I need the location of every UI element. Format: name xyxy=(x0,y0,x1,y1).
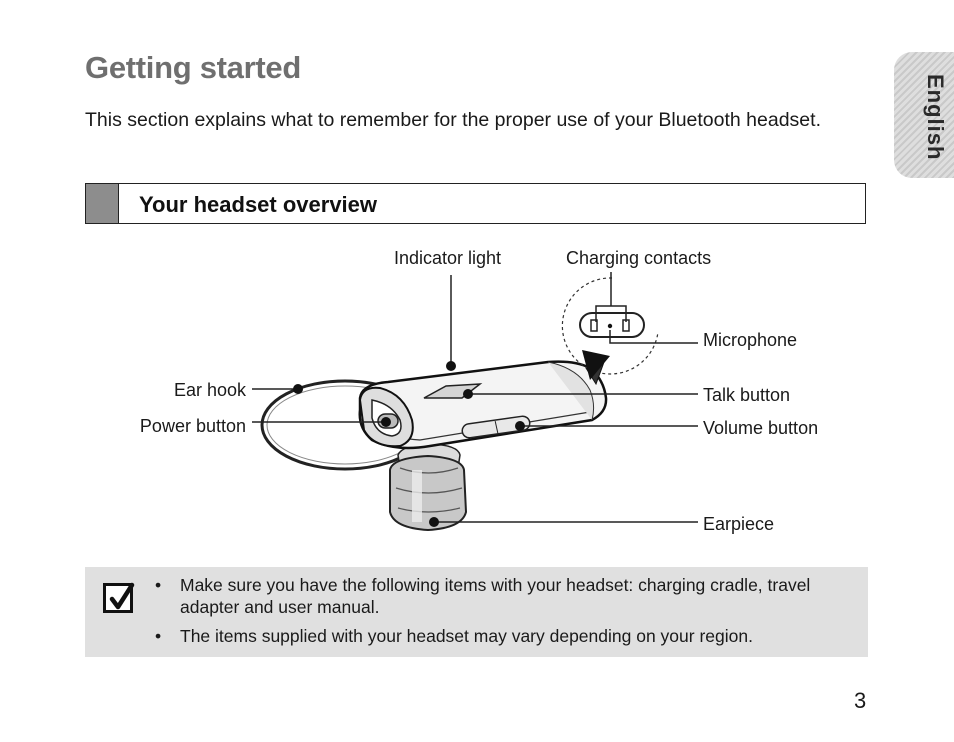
intro-paragraph: This section explains what to remember f… xyxy=(85,109,821,131)
callout-lines xyxy=(252,272,698,523)
label-indicator-light: Indicator light xyxy=(394,248,501,268)
label-talk-button: Talk button xyxy=(703,385,790,405)
checkbox-check-icon xyxy=(103,582,135,613)
section-header: Your headset overview xyxy=(85,183,866,224)
callout-dots xyxy=(293,361,525,527)
note-list: • Make sure you have the following items… xyxy=(155,574,855,654)
label-earpiece: Earpiece xyxy=(703,514,774,534)
label-volume-button: Volume button xyxy=(703,418,818,438)
label-charging-contacts: Charging contacts xyxy=(566,248,711,268)
label-power-button: Power button xyxy=(140,416,246,436)
headset-diagram: Indicator light Charging contacts Microp… xyxy=(140,248,818,534)
label-microphone: Microphone xyxy=(703,330,797,350)
charging-contacts-detail xyxy=(561,277,659,380)
bullet: • xyxy=(155,626,162,646)
section-header-marker xyxy=(86,184,119,223)
note-box: • Make sure you have the following items… xyxy=(85,567,868,657)
section-title: Your headset overview xyxy=(139,192,378,217)
earpiece-illustration xyxy=(389,443,468,532)
page-number: 3 xyxy=(854,688,867,713)
language-tab: English xyxy=(894,52,954,178)
page-title: Getting started xyxy=(85,50,301,85)
note-item-text: The items supplied with your headset may… xyxy=(180,626,753,646)
note-item: • The items supplied with your headset m… xyxy=(155,625,855,647)
language-tab-label: English xyxy=(923,74,948,161)
bullet: • xyxy=(155,575,162,595)
headset-body xyxy=(358,360,608,450)
note-item: • Make sure you have the following items… xyxy=(155,574,855,618)
note-item-text: Make sure you have the following items w… xyxy=(180,575,811,617)
label-ear-hook: Ear hook xyxy=(174,380,247,400)
